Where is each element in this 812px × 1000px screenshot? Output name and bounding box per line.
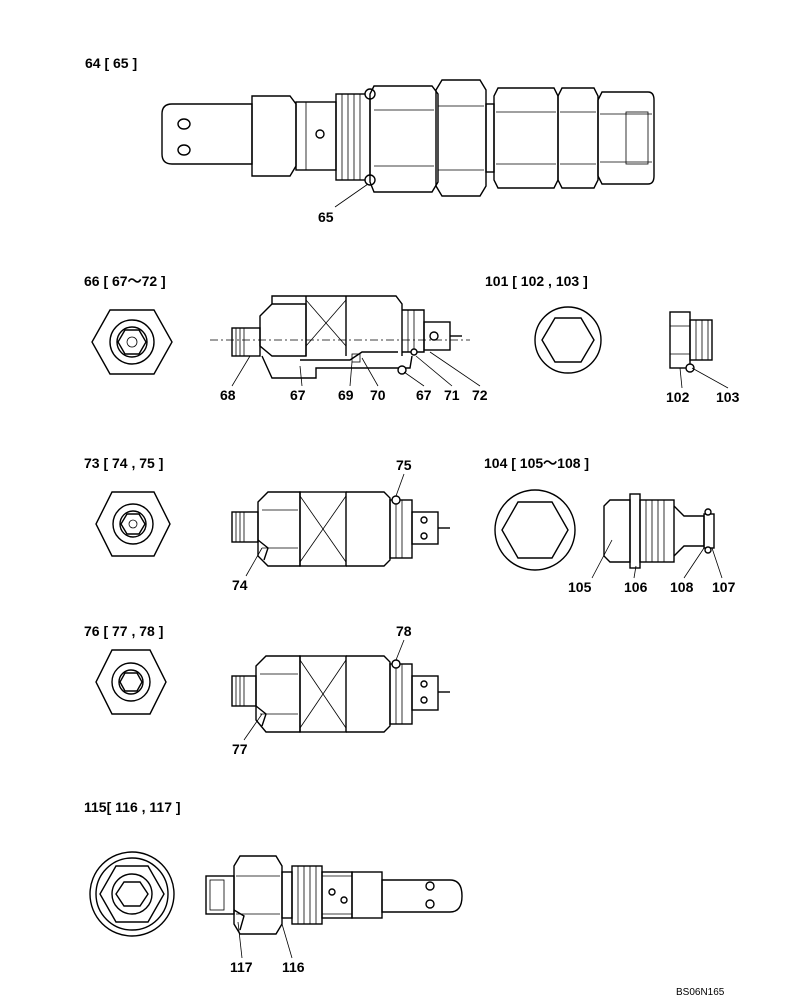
part-label-67-b: 67: [416, 387, 432, 403]
part-label-72: 72: [472, 387, 488, 403]
hex-end-view-76: [95, 649, 167, 715]
group-101: 101 [ 102 , 103 ] 102 103: [485, 273, 740, 405]
part-label-67-a: 67: [290, 387, 306, 403]
plug-104-end-view: [494, 489, 576, 571]
part-label-108: 108: [670, 579, 694, 595]
group-101-title: 101 [ 102 , 103 ]: [485, 273, 588, 289]
valve-66-drawing: [210, 295, 470, 379]
plug-101-side-view: [669, 311, 713, 373]
hex-end-view-66: [91, 309, 173, 375]
drawing-reference: BS06N165: [676, 987, 725, 998]
part-label-65: 65: [318, 209, 334, 225]
group-73: 73 [ 74 , 75 ]: [84, 455, 450, 593]
valve-115-drawing: [205, 855, 463, 935]
part-label-75: 75: [396, 457, 412, 473]
plug-101-end-view: [534, 306, 602, 374]
group-115-title: 115[ 116 , 117 ]: [84, 799, 181, 815]
part-label-70: 70: [370, 387, 386, 403]
part-label-102: 102: [666, 389, 690, 405]
group-104: 104 [ 105～108 ] 105 106 108 107: [484, 455, 736, 595]
group-66: 66 [ 67～72 ]: [84, 273, 488, 403]
group-76-title: 76 [ 77 , 78 ]: [84, 623, 163, 639]
plug-104-side-view: [603, 493, 715, 569]
part-label-68: 68: [220, 387, 236, 403]
part-label-117: 117: [230, 959, 253, 975]
group-64-title: 64 [ 65 ]: [85, 55, 137, 71]
group-115: 115[ 116 , 117 ]: [84, 799, 463, 975]
group-73-title: 73 [ 74 , 75 ]: [84, 455, 163, 471]
group-64: 64 [ 65 ]: [85, 55, 655, 225]
part-label-77: 77: [232, 741, 248, 757]
part-label-105: 105: [568, 579, 592, 595]
part-label-103: 103: [716, 389, 740, 405]
hex-end-view-115: [89, 851, 175, 937]
group-104-title: 104 [ 105～108 ]: [484, 455, 589, 471]
group-66-title: 66 [ 67～72 ]: [84, 273, 166, 289]
part-label-69: 69: [338, 387, 354, 403]
part-label-74: 74: [232, 577, 248, 593]
part-label-106: 106: [624, 579, 648, 595]
part-label-107: 107: [712, 579, 736, 595]
part-label-116: 116: [282, 959, 305, 975]
part-label-78: 78: [396, 623, 412, 639]
hex-end-view-73: [95, 491, 171, 557]
group-76: 76 [ 77 , 78 ]: [84, 623, 450, 757]
part-label-71: 71: [444, 387, 460, 403]
valve-76-drawing: [231, 655, 450, 733]
valve-64-drawing: [161, 79, 655, 197]
valve-73-drawing: [231, 491, 450, 567]
